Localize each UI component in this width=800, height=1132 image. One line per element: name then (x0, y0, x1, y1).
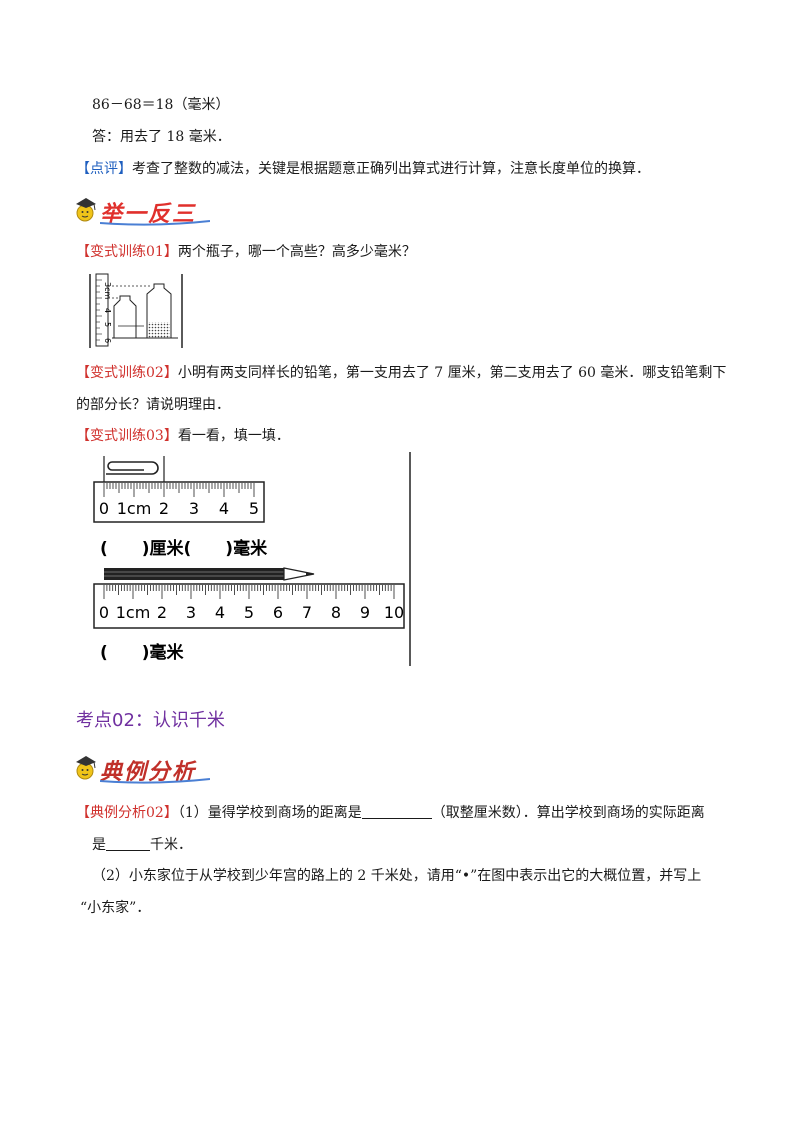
blank-2-text: ( )毫米 (100, 642, 185, 663)
calculation-line: 86－68＝18（毫米） (92, 97, 230, 113)
ruler-label: 6 (273, 603, 283, 622)
ruler-label: 7 (302, 603, 312, 622)
exercise-2-line-1: 【变式训练02】小明有两支同样长的铅笔，第一支用去了 7 厘米，第二支用去了 6… (76, 363, 726, 383)
ruler-tick-5: 5 (103, 322, 112, 327)
ruler-label: 4 (219, 499, 229, 518)
example-line-2: 是 千米． (92, 835, 192, 855)
ruler-label: 9 (360, 603, 370, 622)
ruler-label: 5 (244, 603, 254, 622)
ruler-tick-3cm: 3cm (103, 282, 112, 299)
answer-line: 答：用去了 18 毫米． (92, 129, 231, 145)
ruler-label: 0 (99, 603, 109, 622)
exercise-3: 【变式训练03】看一看，填一填． (76, 426, 290, 446)
mascot-icon (76, 756, 96, 780)
ruler-label: 1cm (117, 499, 152, 518)
short-bottle (113, 295, 137, 339)
blank-1-text: ( )厘米( )毫米 (100, 538, 268, 559)
exercise-1: 【变式训练01】两个瓶子，哪一个高些？高多少毫米？ (76, 242, 416, 262)
ruler-label: 10 (384, 603, 404, 622)
example-text-1c: 是 (92, 837, 106, 853)
tall-bottle-liquid (148, 322, 170, 338)
ruler-2-ticks (103, 585, 395, 599)
ruler-label: 0 (99, 499, 109, 518)
distance-cm-blank[interactable] (361, 804, 432, 819)
example-text-2b: “小东家”． (80, 900, 151, 916)
banner-underline (100, 220, 210, 226)
example-text-1b: （取整厘米数）．算出学校到商场的实际距离 (431, 805, 705, 821)
ruler-1-ticks (103, 483, 255, 497)
exercise-2-text-2: 的部分长？请说明理由． (76, 397, 230, 413)
exercise-1-text: 两个瓶子，哪一个高些？高多少毫米？ (177, 244, 416, 260)
ruler-label: 8 (331, 603, 341, 622)
banner-underline (100, 778, 210, 784)
example-tag: 【典例分析02】 (76, 805, 178, 821)
vertical-ruler-ticks (96, 279, 102, 341)
pencil (104, 567, 315, 581)
comment-tag: 【点评】 (76, 161, 132, 177)
ruler-tick-6: 6 (103, 338, 112, 343)
practice-banner: 举一反三 (74, 194, 214, 227)
section-title: 考点02：认识千米 (76, 710, 225, 731)
ruler-label: 1cm (116, 603, 151, 622)
exercise-2-text-1: 小明有两支同样长的铅笔，第一支用去了 7 厘米，第二支用去了 60 毫米．哪支铅… (177, 365, 727, 381)
comment-line: 【点评】考查了整数的减法，关键是根据题意正确列出算式进行计算，注意长度单位的换算… (76, 159, 650, 179)
ruler-1-labels: 0 1cm 2 3 4 5 (99, 499, 259, 518)
ruler-label: 4 (215, 603, 225, 622)
ruler-label: 2 (157, 603, 167, 622)
ruler-label: 3 (186, 603, 196, 622)
mascot-icon (76, 198, 96, 222)
exercise-3-tag: 【变式训练03】 (76, 428, 178, 444)
paperclip (106, 461, 159, 475)
example-text-2a: （2）小东家位于从学校到少年宫的路上的 2 千米处，请用“•”在图中表示出它的大… (92, 868, 702, 884)
ruler-label: 3 (189, 499, 199, 518)
bottles-figure: 3cm 4 5 6 (89, 273, 183, 348)
exercise-2-tag: 【变式训练02】 (76, 365, 178, 381)
distance-km-blank[interactable] (106, 836, 150, 851)
ruler-label: 2 (159, 499, 169, 518)
example-text-1d: 千米． (150, 837, 192, 853)
exercise-1-tag: 【变式训练01】 (76, 244, 178, 260)
comment-text: 考查了整数的减法，关键是根据题意正确列出算式进行计算，注意长度单位的换算． (132, 161, 650, 177)
ruler-label: 5 (249, 499, 259, 518)
example-line-1: 【典例分析02】（1）量得学校到商场的距离是 （取整厘米数）．算出学校到商场的实际… (76, 803, 705, 823)
example-text-1a: （1）量得学校到商场的距离是 (177, 805, 362, 821)
example-banner: 典例分析 (74, 752, 214, 785)
ruler-tick-4: 4 (103, 308, 112, 313)
exercise-3-text: 看一看，填一填． (177, 428, 290, 444)
